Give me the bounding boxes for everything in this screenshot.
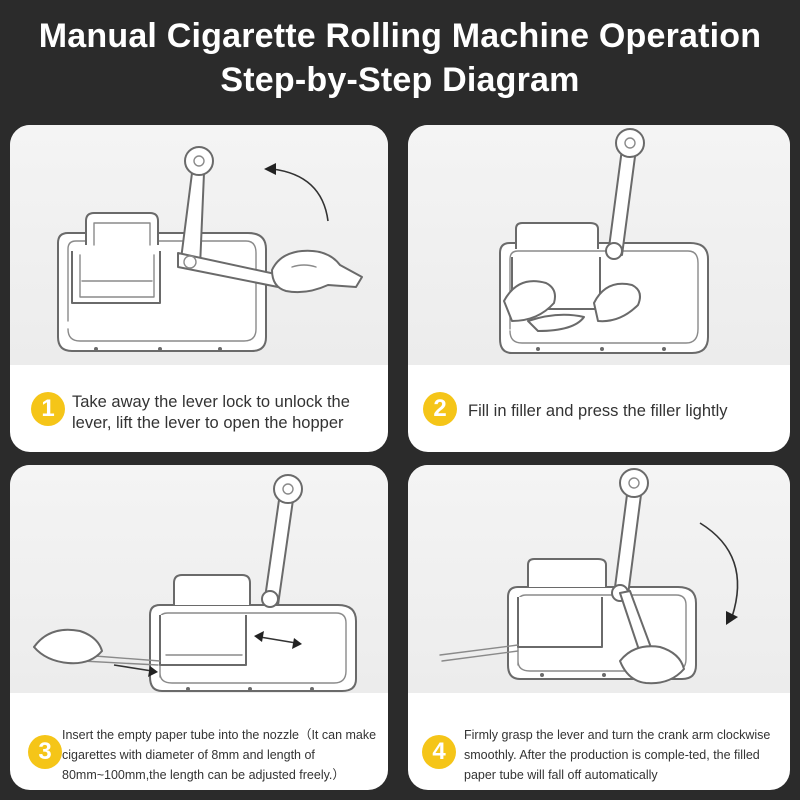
page-title: Manual Cigarette Rolling Machine Operati… bbox=[0, 14, 800, 102]
step-4-illustration bbox=[408, 465, 790, 693]
step-card-1: 1 Take away the lever lock to unlock the… bbox=[10, 125, 388, 452]
paper-tube-and-hand bbox=[33, 628, 161, 666]
step-number-badge-3: 3 bbox=[28, 735, 62, 769]
rolling-machine-body bbox=[57, 212, 267, 352]
hands bbox=[503, 280, 641, 332]
insert-arrow bbox=[113, 664, 158, 677]
double-arrow bbox=[254, 631, 302, 649]
step-number-badge-2: 2 bbox=[423, 392, 457, 426]
step-1-caption: Take away the lever lock to unlock the l… bbox=[72, 393, 350, 432]
step-number-badge-4: 4 bbox=[422, 735, 456, 769]
step-2-caption: Fill in filler and press the filler ligh… bbox=[468, 402, 728, 420]
title-line-1: Manual Cigarette Rolling Machine Operati… bbox=[38, 17, 762, 55]
step-card-4: 4 Firmly grasp the lever and turn the cr… bbox=[408, 465, 790, 790]
hand bbox=[271, 249, 363, 294]
step-3-caption: Insert the empty paper tube into the noz… bbox=[62, 728, 377, 782]
lever bbox=[261, 474, 303, 608]
step-number-badge-1: 1 bbox=[31, 392, 65, 426]
lever bbox=[605, 128, 645, 260]
step-2-illustration bbox=[408, 125, 790, 365]
rotate-arrow bbox=[271, 168, 329, 222]
step-card-2: 2 Fill in filler and press the filler li… bbox=[408, 125, 790, 452]
step-card-3: 3 Insert the empty paper tube into the n… bbox=[10, 465, 388, 790]
step-1-illustration bbox=[10, 125, 388, 365]
title-line-2: Step-by-Step Diagram bbox=[220, 61, 580, 99]
filled-tube-and-hand bbox=[439, 644, 685, 685]
rolling-machine-body bbox=[149, 574, 357, 692]
step-4-caption: Firmly grasp the lever and turn the cran… bbox=[464, 728, 771, 782]
step-3-illustration bbox=[10, 465, 388, 693]
lever bbox=[177, 146, 281, 288]
clockwise-arrow bbox=[699, 522, 739, 618]
